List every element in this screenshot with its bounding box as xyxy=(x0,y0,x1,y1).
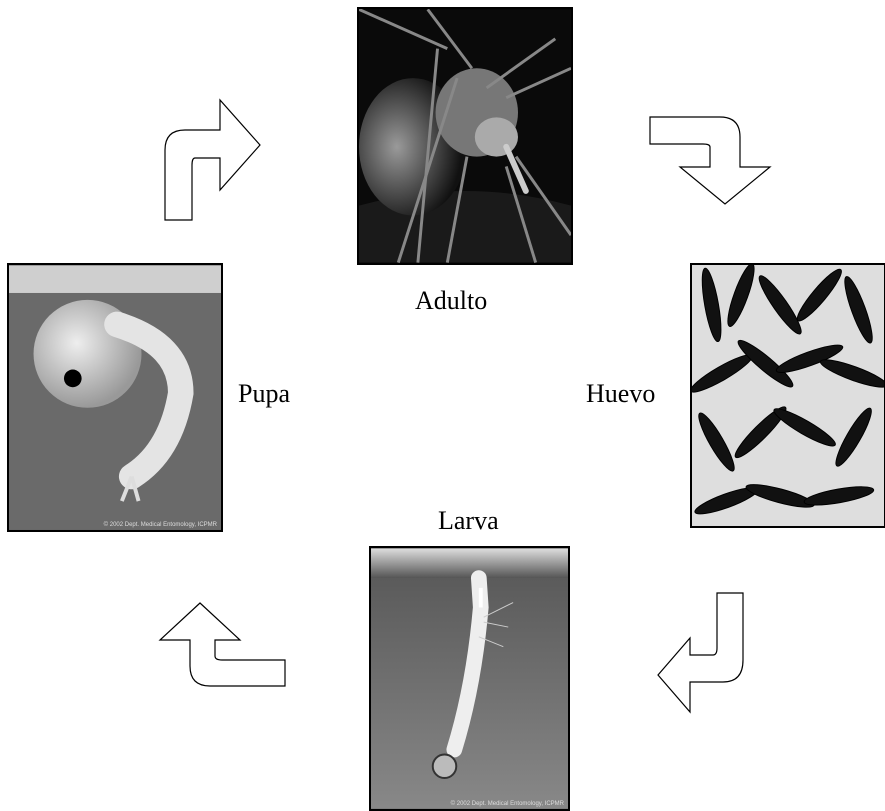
arrow-larva-to-pupa-icon xyxy=(155,598,290,693)
mosquito-pupa-icon xyxy=(9,265,221,530)
larva-credit: © 2002 Dept. Medical Entomology, ICPMR xyxy=(451,801,564,807)
pupa-photo: © 2002 Dept. Medical Entomology, ICPMR xyxy=(7,263,223,532)
mosquito-larva-icon xyxy=(371,548,568,809)
arrow-pupa-to-adult-icon xyxy=(160,95,265,225)
arrow-egg-to-larva-icon xyxy=(655,590,750,720)
adult-mosquito-icon xyxy=(359,9,571,263)
egg-label: Huevo xyxy=(586,381,655,407)
larva-photo: © 2002 Dept. Medical Entomology, ICPMR xyxy=(369,546,570,811)
adult-photo xyxy=(357,7,573,265)
pupa-label: Pupa xyxy=(238,381,290,407)
egg-photo xyxy=(690,263,885,528)
adult-label: Adulto xyxy=(415,288,487,314)
mosquito-eggs-icon xyxy=(692,265,884,526)
pupa-credit: © 2002 Dept. Medical Entomology, ICPMR xyxy=(104,522,217,528)
larva-label: Larva xyxy=(438,508,499,534)
arrow-adult-to-egg-icon xyxy=(645,112,775,207)
